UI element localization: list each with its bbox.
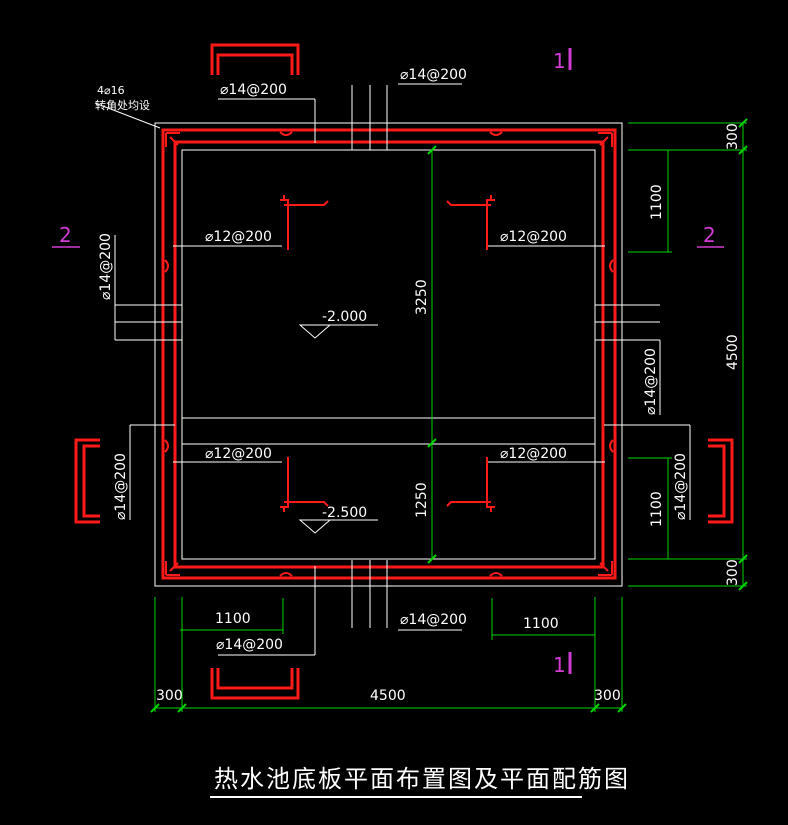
dim-right-bottom-1100: 1100 (649, 491, 665, 527)
wall-openings (115, 85, 660, 628)
slab-outline (154, 122, 623, 587)
rebar-label-right-upper: ⌀14@200 (643, 348, 659, 415)
dim-right-total: 4500 (725, 334, 741, 370)
section-mark-2-left: 2 (59, 223, 72, 247)
rebar-label-bottom-center: ⌀14@200 (400, 612, 467, 628)
rebar-label-slab-tl: ⌀12@200 (205, 229, 272, 245)
corner-note-line2: 转角处均设 (95, 98, 150, 112)
section-mark-2-right: 2 (703, 223, 716, 247)
rebar-label-slab-bl: ⌀12@200 (205, 446, 272, 462)
rebar-label-left-lower: ⌀14@200 (113, 453, 129, 520)
corner-note-line1: 4⌀16 (97, 84, 125, 97)
dim-bottom-left-edge: 300 (156, 688, 183, 704)
dimension-ticks (150, 118, 748, 713)
section-mark-1-top: 1 (553, 49, 566, 73)
section-detail-bars (74, 43, 734, 700)
leader-lines (94, 83, 691, 656)
elevation-marker-lower (298, 519, 332, 534)
dim-right-top-1100: 1100 (649, 184, 665, 220)
dimension-lines (154, 122, 747, 712)
section-mark-1-bottom: 1 (553, 653, 566, 677)
perimeter-rebar (161, 128, 617, 580)
drawing-title: 热水池底板平面布置图及平面配筋图 (214, 765, 630, 793)
elevation-lower: -2.500 (322, 505, 367, 521)
dim-bottom-left-1100: 1100 (215, 611, 251, 627)
dim-bottom-total: 4500 (370, 688, 406, 704)
elevation-marker-upper (298, 324, 332, 339)
inner-wall-outline (181, 149, 596, 560)
rebar-label-top-left: ⌀14@200 (220, 82, 287, 98)
dim-bottom-right-edge: 300 (594, 688, 621, 704)
dim-right-bottom-edge: 300 (725, 559, 741, 586)
dim-center-3250: 3250 (414, 279, 430, 315)
rebar-label-top-center: ⌀14@200 (400, 67, 467, 83)
rebar-label-slab-br: ⌀12@200 (500, 446, 567, 462)
dim-center-1250: 1250 (414, 482, 430, 518)
corner-rebar-marks (164, 131, 614, 577)
rebar-label-slab-tr: ⌀12@200 (500, 229, 567, 245)
rebar-label-right-lower: ⌀14@200 (673, 453, 689, 520)
slab-rebar-symbols (280, 195, 495, 512)
elevation-upper: -2.000 (322, 309, 367, 325)
rebar-label-bottom-left: ⌀14@200 (216, 637, 283, 653)
dim-right-top-edge: 300 (725, 123, 741, 150)
rebar-label-left-upper: ⌀14@200 (98, 233, 114, 300)
dim-bottom-right-1100: 1100 (523, 616, 559, 632)
